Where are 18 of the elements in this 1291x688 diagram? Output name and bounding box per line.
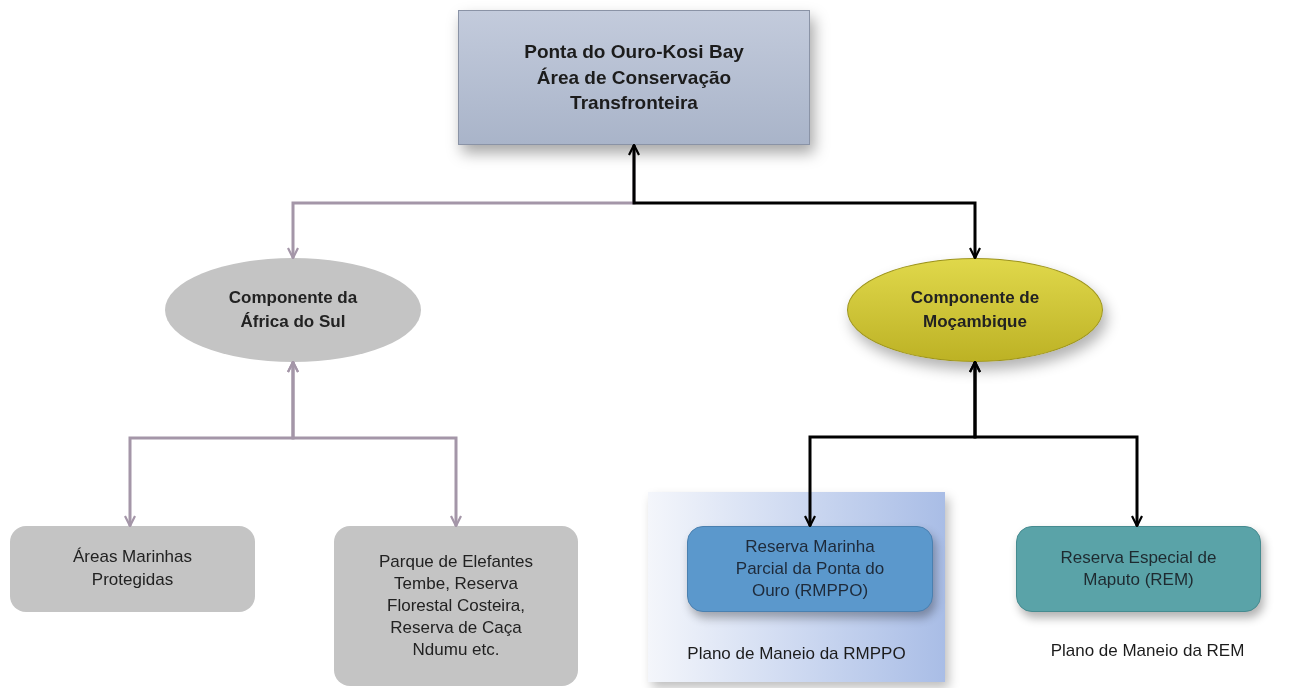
rounded-box	[1016, 526, 1261, 612]
box-label: Reserva Marinha Parcial da Ponta do Ouro (RMPPO)	[734, 535, 886, 603]
connector-arrow	[968, 360, 1144, 528]
rounded-box	[687, 526, 933, 612]
connector-arrow	[286, 360, 463, 528]
rounded-box	[334, 526, 578, 686]
title-box	[458, 10, 810, 145]
box-label: Parque de Elefantes Tembe, Reserva Florestal Costeira, Reserva de Caça Ndumu etc.	[377, 550, 535, 662]
rounded-box	[10, 526, 255, 612]
node-label: Componente da África do Sul	[227, 287, 359, 333]
node-label: Componente de Moçambique	[910, 287, 1040, 333]
node-caption: Plano de Maneio da REM	[1049, 640, 1246, 662]
panel	[648, 492, 945, 682]
box-label: Reserva Especial de Maputo (REM)	[1059, 546, 1218, 591]
box-title: Ponta do Ouro-Kosi Bay Área de Conservação Transfronteira	[523, 40, 745, 116]
panel-label: Plano de Maneio da RMPPO	[687, 642, 906, 665]
box-label: Áreas Marinhas Protegidas	[71, 546, 194, 591]
connector-arrow	[627, 143, 982, 260]
